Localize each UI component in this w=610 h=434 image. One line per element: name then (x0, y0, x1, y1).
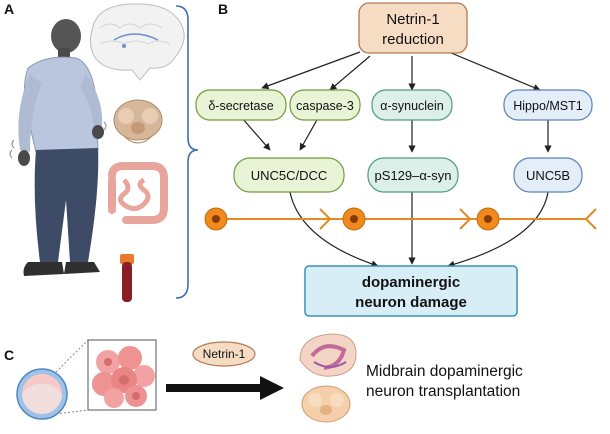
transplant-brain-icon (299, 333, 357, 377)
delta-secretase-label: δ-secretase (208, 99, 273, 113)
stem-cell-sphere-icon (16, 368, 68, 420)
unc5b-label: UNC5B (526, 168, 570, 183)
transplant-text-line2: neuron transplantation (366, 383, 520, 400)
elderly-person-illustration (9, 19, 107, 276)
caspase3-box (289, 89, 361, 121)
neuron-axon-chain (216, 208, 597, 230)
unc5b-box (513, 157, 583, 193)
caspase3-label: caspase-3 (296, 99, 354, 113)
ps129-box (367, 157, 459, 193)
intestine-icon (108, 162, 168, 224)
ps129-label: pS129–α-syn (375, 168, 452, 183)
neuron-damage-box (304, 265, 518, 317)
hippo-mst1-label: Hippo/MST1 (513, 99, 583, 113)
hippo-mst1-box (503, 89, 593, 121)
neuron-damage-line1: dopaminergic (362, 274, 460, 291)
delta-secretase-box (195, 89, 287, 121)
neuron-damage-line2: neuron damage (355, 294, 467, 311)
zoom-line-bottom (55, 409, 89, 415)
netrin-factor-label: Netrin-1 (203, 347, 246, 361)
pathway-arrows (241, 49, 552, 268)
panel-label-c: C (4, 347, 14, 363)
netrin-reduction-line1: Netrin-1 (386, 11, 439, 28)
alpha-synuclein-label: α-synuclein (380, 99, 444, 113)
netrin-reduction-box (358, 2, 468, 54)
neuron-cell-2 (342, 207, 366, 231)
neuron-cell-3 (476, 207, 500, 231)
netrin-reduction-line2: reduction (382, 31, 444, 48)
panel-label-b: B (218, 1, 228, 17)
blood-tube-icon (120, 254, 134, 302)
bracket (175, 5, 199, 299)
panel-label-a: A (4, 1, 14, 17)
zoom-line-top (55, 339, 89, 373)
neuron-cell-1 (204, 207, 228, 231)
transplant-text-line1: Midbrain dopaminergic (366, 363, 523, 380)
transplant-midbrain-icon (301, 385, 351, 423)
alpha-synuclein-box (371, 89, 453, 121)
unc5c-dcc-label: UNC5C/DCC (251, 168, 328, 183)
midbrain-icon (113, 99, 163, 144)
netrin-factor-oval (192, 341, 256, 367)
brain-icon (89, 3, 185, 81)
unc5c-dcc-box (233, 157, 345, 193)
cell-cluster-icon (92, 346, 155, 408)
